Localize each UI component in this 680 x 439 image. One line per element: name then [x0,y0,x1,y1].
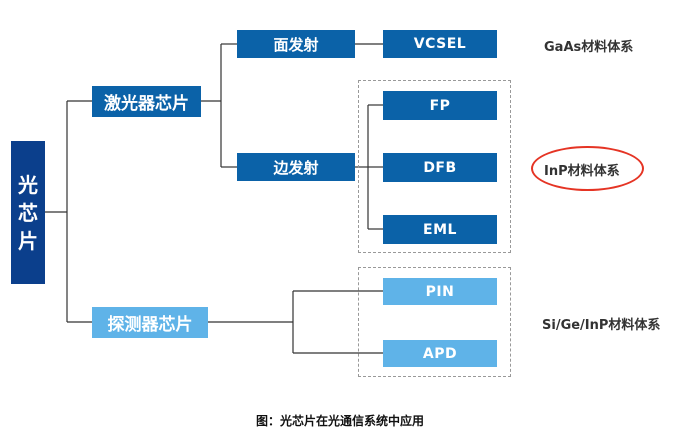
eml-node: EML [383,215,497,244]
gaas-material-label: GaAs材料体系 [544,40,634,55]
dfb-node: DFB [383,153,497,182]
apd-node: APD [383,340,497,367]
detector-group-box [358,267,511,377]
edge-emitting-node: 边发射 [237,153,355,181]
edge-group-box [358,80,511,253]
laser-chip-node: 激光器芯片 [92,86,201,117]
detector-chip-node: 探测器芯片 [92,307,208,338]
root-char-1: 光 [18,172,38,197]
inp-material-label: InP材料体系 [544,164,620,179]
fp-node: FP [383,91,497,120]
vcsel-node: VCSEL [383,30,497,58]
root-node-optical-chip: 光 芯 片 [11,141,45,284]
figure-caption: 图：光芯片在光通信系统中应用 [255,414,424,428]
pin-node: PIN [383,278,497,305]
root-char-2: 芯 [18,200,38,225]
surface-emitting-node: 面发射 [237,30,355,58]
root-char-3: 片 [18,228,38,253]
inp-highlight-ellipse [531,146,644,191]
si-ge-inp-material-label: Si/Ge/InP材料体系 [542,318,661,333]
